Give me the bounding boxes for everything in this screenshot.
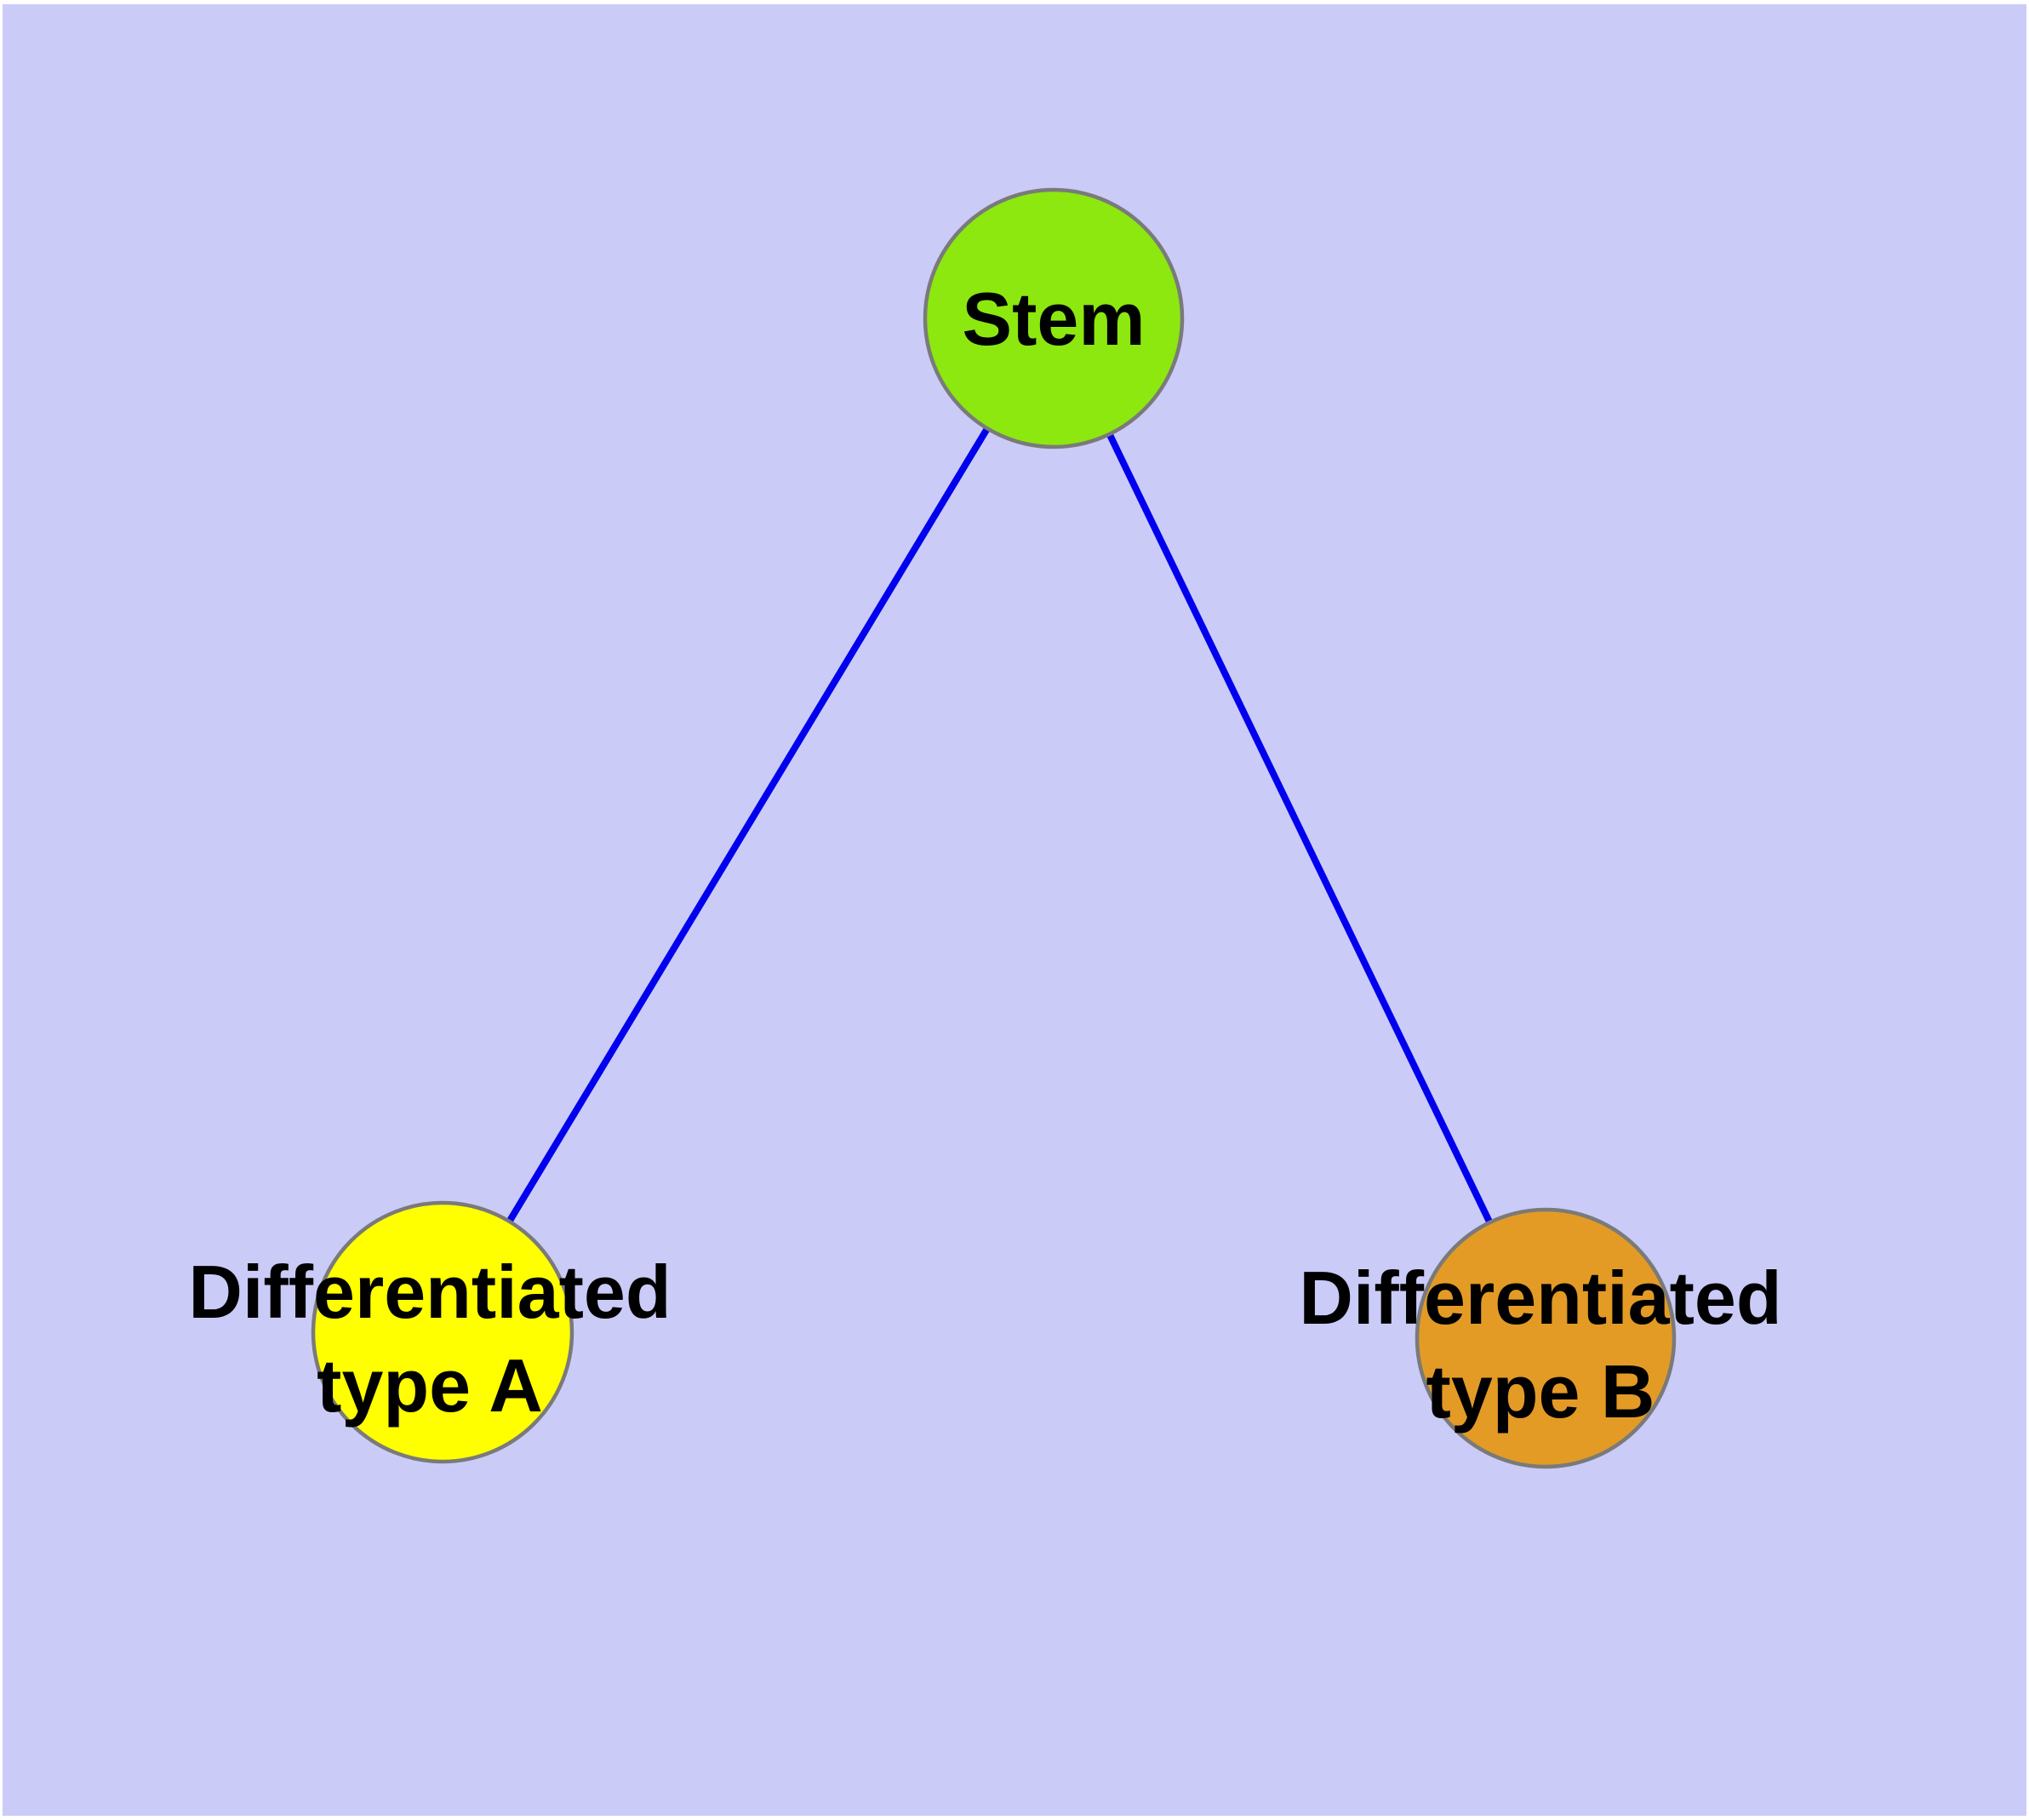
node-differentiated-type-a [311, 1200, 574, 1464]
edges-layer [439, 316, 1549, 1340]
nodes-layer [311, 187, 1677, 1469]
node-differentiated-type-b-label-line1: Differentiated [1299, 1256, 1781, 1340]
edge-stem-to-type-a [439, 316, 1057, 1335]
node-differentiated-type-b-label-line2: type B [1426, 1349, 1655, 1434]
node-differentiated-type-a-label-line2: type A [317, 1343, 543, 1428]
edge-stem-to-type-b [1050, 317, 1549, 1340]
node-stem-label: Stem [962, 277, 1145, 361]
node-stem [923, 187, 1185, 449]
node-differentiated-type-b [1415, 1207, 1677, 1469]
labels-layer: Stem Differentiated type A Differentiate… [188, 277, 1781, 1434]
node-differentiated-type-a-label-line1: Differentiated [188, 1250, 671, 1334]
